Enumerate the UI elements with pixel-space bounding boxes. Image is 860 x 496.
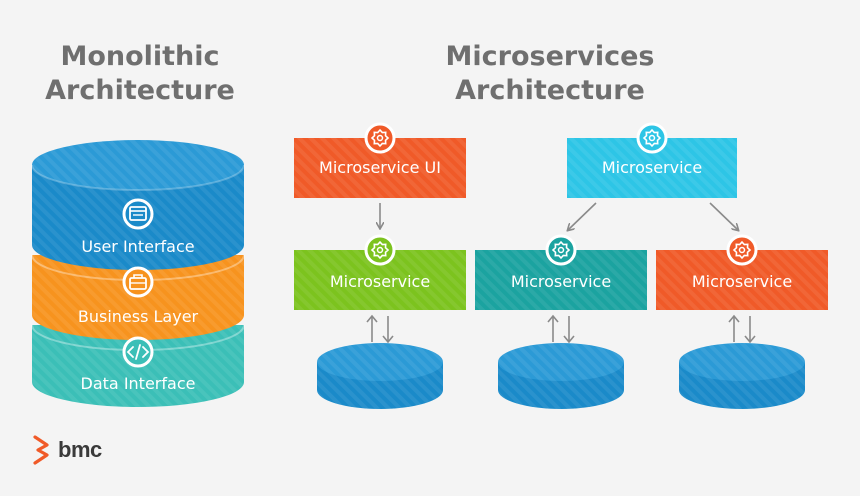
briefcase-icon bbox=[122, 266, 154, 298]
window-icon bbox=[122, 198, 154, 230]
db-arrows bbox=[366, 314, 756, 344]
business-layer-label: Business Layer bbox=[77, 307, 199, 326]
gear-icon bbox=[364, 122, 396, 154]
user-interface-label: User Interface bbox=[81, 237, 195, 256]
bmc-logo-text: bmc bbox=[58, 437, 102, 462]
microservice-2-label: Microservice bbox=[510, 272, 612, 291]
user-interface-layer bbox=[31, 140, 245, 270]
gear-icon bbox=[545, 234, 577, 266]
gear-icon bbox=[636, 122, 668, 154]
data-interface-label: Data Interface bbox=[80, 374, 196, 393]
gear-icon bbox=[364, 234, 396, 266]
bmc-chevron-icon bbox=[33, 435, 49, 465]
database-1 bbox=[317, 343, 443, 409]
microservice-3-label: Microservice bbox=[691, 272, 793, 291]
connector-arrows bbox=[380, 202, 738, 230]
gear-icon bbox=[726, 234, 758, 266]
microservice-1-label: Microservice bbox=[329, 272, 431, 291]
microservice-ui-label: Microservice UI bbox=[319, 158, 441, 177]
bmc-logo: bmc bbox=[32, 435, 102, 465]
database-2 bbox=[498, 343, 624, 409]
microservice-top-label: Microservice bbox=[601, 158, 703, 177]
database-3 bbox=[679, 343, 805, 409]
code-icon bbox=[122, 336, 154, 368]
